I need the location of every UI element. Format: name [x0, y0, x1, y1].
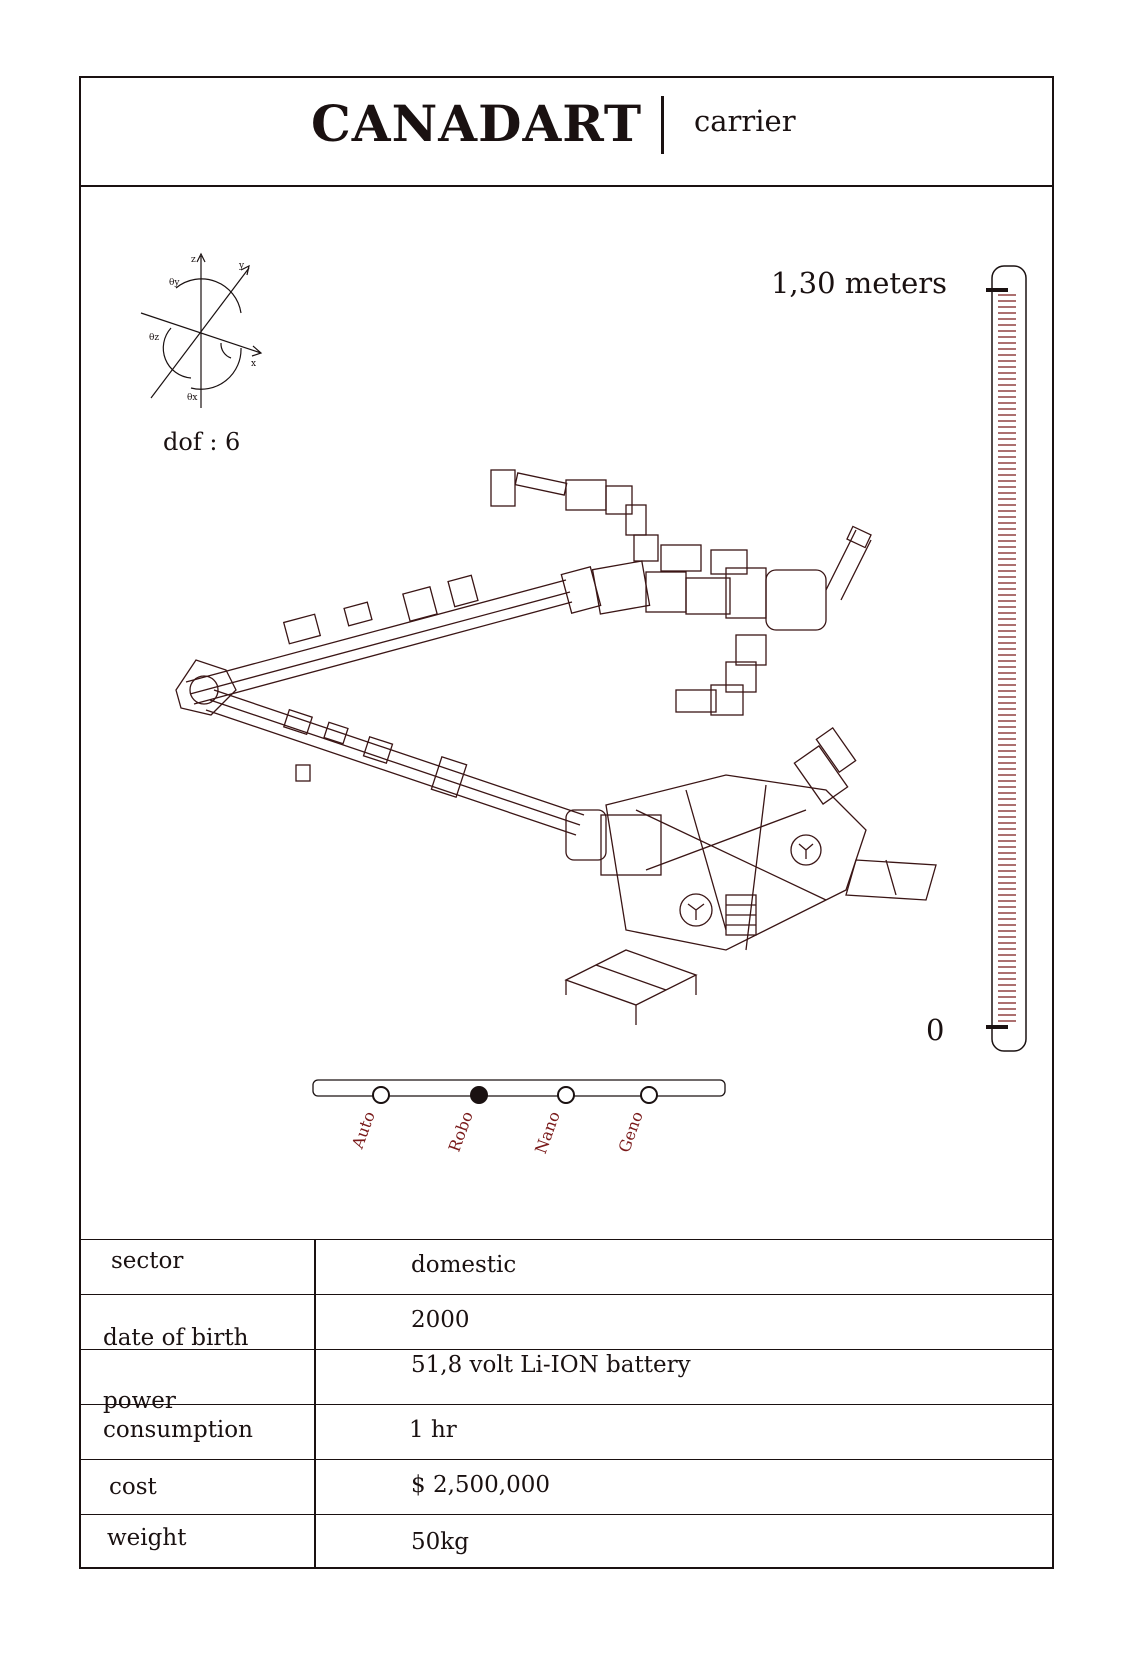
robot-card: CANADART carrier z y x θy θz θx dof : 6	[79, 76, 1054, 1569]
axis-label-z: z	[191, 255, 196, 265]
spec-table: sector domestic date of birth 2000 power 51,8…	[81, 1239, 1052, 1569]
spec-row: date of birth 2000	[81, 1294, 1052, 1351]
axes-icon: z y x θy θz θx	[140, 252, 263, 408]
dof-label: dof : 6	[163, 428, 241, 456]
scale-max-label: 1,30 meters	[770, 266, 947, 300]
slider-stop-robo[interactable]	[470, 1086, 488, 1104]
robot-category: carrier	[694, 104, 796, 138]
spec-value: 2000	[411, 1307, 470, 1333]
slider-stop-auto[interactable]	[372, 1086, 390, 1104]
spec-label: weight	[107, 1525, 187, 1551]
slider-label-geno: Geno	[614, 1109, 646, 1155]
axis-label-x: x	[251, 359, 256, 369]
slider-label-auto: Auto	[348, 1109, 379, 1152]
axis-label-theta-z: θz	[149, 333, 159, 343]
scale-min-label: 0	[926, 1013, 945, 1047]
category-slider[interactable]: Auto Robo Nano Geno	[311, 1078, 731, 1208]
axis-label-theta-x: θx	[187, 393, 198, 403]
spec-value: domestic	[411, 1252, 517, 1278]
robot-illustration	[175, 469, 937, 1025]
spec-value: 50kg	[411, 1529, 469, 1555]
spec-row: power 51,8 volt Li-ION battery	[81, 1349, 1052, 1414]
spec-row: weight 50kg	[81, 1514, 1052, 1570]
spec-label: cost	[109, 1474, 157, 1500]
card-header: CANADART carrier	[81, 78, 1052, 187]
spec-row: consumption 1 hr	[81, 1404, 1052, 1460]
spec-label: consumption	[103, 1417, 253, 1443]
slider-label-robo: Robo	[445, 1109, 477, 1155]
spec-row: sector domestic	[81, 1239, 1052, 1295]
spec-label: power	[103, 1388, 176, 1414]
axis-label-y: y	[238, 261, 245, 271]
spec-value: 51,8 volt Li-ION battery	[411, 1352, 691, 1378]
spec-label: sector	[111, 1248, 184, 1274]
title-separator	[661, 96, 664, 154]
spec-value: 1 hr	[409, 1417, 457, 1443]
slider-stop-geno[interactable]	[640, 1086, 658, 1104]
spec-row: cost $ 2,500,000	[81, 1459, 1052, 1515]
spec-label: date of birth	[103, 1325, 249, 1351]
slider-label-nano: Nano	[531, 1109, 564, 1156]
height-scale	[986, 265, 1027, 1052]
axis-label-theta-y: θy	[169, 278, 180, 288]
spec-value: $ 2,500,000	[411, 1472, 550, 1498]
slider-stop-nano[interactable]	[557, 1086, 575, 1104]
robot-name: CANADART	[311, 94, 643, 153]
